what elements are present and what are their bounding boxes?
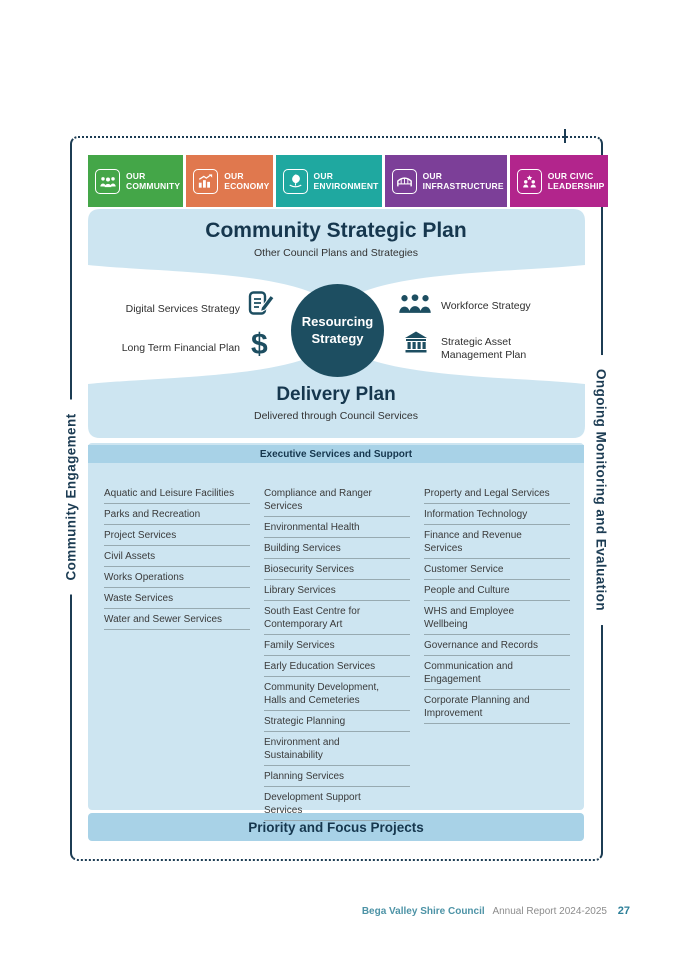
priority-focus-projects-band: Priority and Focus Projects [88, 813, 584, 841]
pillar-label-line2: INFRASTRUCTURE [422, 181, 504, 191]
footer-brand: Bega Valley Shire Council [361, 906, 485, 917]
long-term-financial-plan-label: Long Term Financial Plan [121, 342, 240, 354]
delivery-plan-title: Delivery Plan [276, 384, 396, 405]
service-item: Governance and Records [424, 635, 570, 656]
service-item: Aquatic and Leisure Facilities [104, 483, 250, 504]
service-item: Civil Assets [104, 546, 250, 567]
pillar-label-line1: OUR [224, 170, 244, 181]
workforce-people-icon [398, 294, 432, 320]
service-item: People and Culture [424, 580, 570, 601]
strategic-plan-subtitle: Other Council Plans and Strategies [253, 247, 418, 259]
economy-chart-icon [193, 168, 219, 194]
service-item: Environment and Sustainability [264, 732, 410, 766]
pillar-label-line1: OUR [313, 170, 334, 181]
community-people-icon [95, 168, 120, 194]
page-footer: Bega Valley Shire Council Annual Report … [362, 905, 630, 917]
service-item: Development Support Services [264, 787, 410, 821]
government-building-icon [403, 330, 429, 359]
pillar-label-line2: ENVIRONMENT [313, 181, 379, 191]
resourcing-circle-line1: Resourcing [301, 313, 374, 329]
pillar-our-civic-leadership: OUR CIVIC LEADERSHIP [509, 155, 608, 207]
pillar-row: OUR COMMUNITY OUR ECONOMY [88, 155, 608, 207]
pillar-label-line2: ECONOMY [224, 181, 270, 191]
service-item: WHS and Employee Wellbeing [424, 601, 570, 635]
pillar-label-line1: OUR CIVIC [547, 170, 594, 181]
pillar-our-infrastructure: OUR INFRASTRUCTURE [384, 155, 507, 207]
strategic-asset-management-plan-label: Strategic Asset Management Plan [441, 336, 527, 362]
environment-leaf-icon [282, 168, 308, 194]
delivery-plan-subtitle: Delivered through Council Services [254, 410, 418, 422]
resourcing-circle-line2: Strategy [311, 330, 364, 346]
workforce-strategy-label: Workforce Strategy [441, 300, 531, 312]
pillar-label-line1: OUR [422, 170, 443, 181]
executive-services-band-label: Executive Services and Support [259, 448, 413, 460]
services-panel: Executive Services and Support [88, 443, 584, 810]
service-item: Corporate Planning and Improvement [424, 690, 570, 724]
service-item: South East Centre for Contemporary Art [264, 601, 410, 635]
pillar-our-community: OUR COMMUNITY [88, 155, 184, 207]
service-item: Compliance and Ranger Services [264, 483, 410, 517]
pillar-label-line1: OUR [126, 170, 146, 181]
pillar-label-line2: LEADERSHIP [547, 181, 605, 191]
digital-services-strategy-label: Digital Services Strategy [125, 303, 240, 315]
monitoring-evaluation-label: Ongoing Monitoring and Evaluation [591, 355, 611, 625]
service-item: Information Technology [424, 504, 570, 525]
service-item: Property and Legal Services [424, 483, 570, 504]
civic-leadership-icon [516, 168, 542, 194]
strategic-plan-title: Community Strategic Plan [205, 219, 467, 242]
service-item: Strategic Planning [264, 711, 410, 732]
service-item: Parks and Recreation [104, 504, 250, 525]
service-item: Project Services [104, 525, 250, 546]
delivery-plan-shape [88, 345, 585, 438]
strategic-plan-shape [88, 209, 585, 304]
footer-page-number: 27 [617, 905, 630, 917]
service-item: Early Education Services [264, 656, 410, 677]
frame-tick [564, 129, 566, 143]
document-pencil-icon [248, 290, 276, 323]
service-item: Communication and Engagement [424, 656, 570, 690]
service-item: Environmental Health [264, 517, 410, 538]
pillar-our-environment: OUR ENVIRONMENT [275, 155, 382, 207]
service-item: Community Development, Halls and Cemeter… [264, 677, 410, 711]
resourcing-strategy-circle: Resourcing Strategy [291, 284, 384, 377]
service-item: Family Services [264, 635, 410, 656]
service-item: Customer Service [424, 559, 570, 580]
service-item: Planning Services [264, 766, 410, 787]
pillar-label-line2: COMMUNITY [126, 181, 181, 191]
service-item: Works Operations [104, 567, 250, 588]
infrastructure-bridge-icon [391, 168, 417, 194]
community-engagement-label: Community Engagement [61, 399, 81, 595]
service-item: Finance and Revenue Services [424, 525, 570, 559]
pillar-our-economy: OUR ECONOMY [186, 155, 273, 207]
service-item: Biosecurity Services [264, 559, 410, 580]
service-item: Library Services [264, 580, 410, 601]
service-item: Waste Services [104, 588, 250, 609]
service-item: Water and Sewer Services [104, 609, 250, 630]
executive-services-band: Executive Services and Support [88, 445, 584, 463]
service-item: Building Services [264, 538, 410, 559]
dollar-icon: $ [251, 328, 268, 361]
footer-report-title: Annual Report 2024-2025 [492, 906, 607, 917]
priority-focus-projects-label: Priority and Focus Projects [248, 819, 424, 835]
